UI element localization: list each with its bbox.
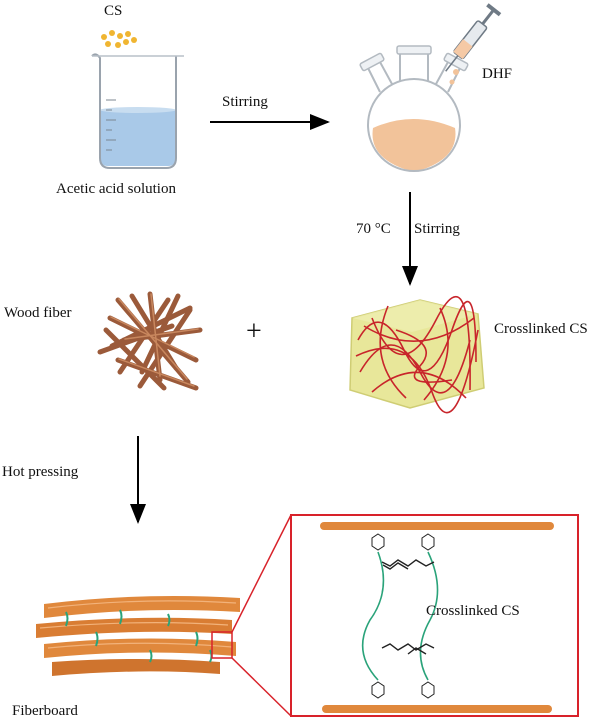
fiberboard-icon [36, 596, 240, 676]
syringe-icon [445, 3, 502, 72]
plus-sign: + [246, 316, 262, 347]
temperature-label: 70 °C [356, 221, 391, 237]
acetic-acid-label: Acetic acid solution [56, 181, 176, 197]
zoom-crosslinked-cs-label: Crosslinked CS [426, 603, 520, 619]
wood-fiber-icon [97, 291, 203, 391]
zoom-detail [320, 522, 554, 713]
hot-pressing-label: Hot pressing [2, 464, 79, 480]
zoom-source-box [211, 631, 233, 659]
crosslinked-cs-label: Crosslinked CS [494, 321, 588, 337]
cs-label: CS [104, 3, 123, 19]
stirring-label-2: Stirring [414, 221, 460, 237]
stirring-label: Stirring [222, 94, 268, 110]
zoom-frame [290, 514, 579, 717]
beaker-icon [91, 30, 184, 169]
dhf-label: DHF [482, 66, 513, 82]
cs-particles [101, 30, 137, 48]
flask-icon [359, 45, 469, 172]
wood-fiber-label: Wood fiber [4, 305, 72, 321]
fiberboard-label: Fiberboard [12, 703, 78, 719]
crosslinked-gel-icon [349, 295, 485, 414]
